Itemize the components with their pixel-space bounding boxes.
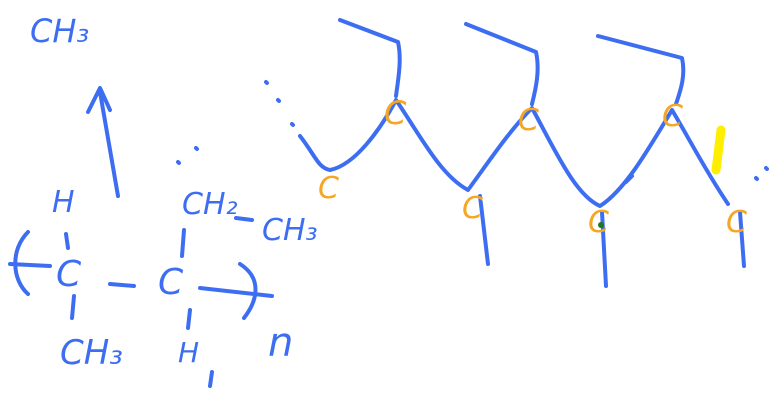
side-ch3-label: CH₃ bbox=[262, 213, 318, 248]
h-bottom-tick bbox=[208, 370, 214, 388]
bond-c-ch3-bottom bbox=[70, 294, 76, 320]
top-ch3-label: CH₃ bbox=[30, 12, 89, 50]
chain-carbon-3: C bbox=[462, 191, 483, 226]
green-dot bbox=[598, 222, 604, 228]
chain-trailing-dots bbox=[754, 166, 769, 181]
carbon-right-label: C bbox=[158, 262, 184, 303]
side-chain-up-3 bbox=[596, 34, 686, 106]
polymer-chain: C C C C C C C bbox=[264, 18, 769, 288]
chain-carbon-1: C bbox=[318, 171, 339, 206]
yellow-highlight-mark bbox=[711, 125, 726, 175]
carbon-carbon-bond bbox=[108, 282, 136, 288]
side-chain-up-2 bbox=[464, 22, 540, 106]
chain-leading-dots bbox=[264, 80, 295, 127]
bond-c-h-bottom bbox=[186, 308, 192, 330]
chain-backbone bbox=[298, 98, 730, 208]
side-ch2-label: CH₂ bbox=[182, 187, 238, 222]
chain-carbon-2: C bbox=[384, 94, 407, 132]
bottom-ch3-label: CH₃ bbox=[60, 333, 123, 373]
side-chain-down-1 bbox=[478, 194, 490, 266]
repeat-n-label: n bbox=[268, 320, 293, 366]
carbon-left-label: C bbox=[56, 254, 82, 295]
side-chain-down-3 bbox=[738, 210, 746, 268]
side-dots bbox=[176, 146, 199, 165]
chain-carbon-4: C bbox=[518, 103, 539, 138]
chain-small-tick bbox=[624, 174, 634, 184]
chain-carbon-6: C bbox=[662, 99, 683, 134]
bond-ch2-ch3 bbox=[234, 216, 254, 222]
bond-h-c-left bbox=[64, 232, 70, 250]
left-bracket bbox=[8, 230, 52, 296]
up-arrow bbox=[86, 86, 120, 198]
right-bracket-bond bbox=[198, 262, 274, 320]
bond-ch2-c-right bbox=[180, 228, 186, 258]
monomer-structure: CH₃ H C C CH₃ CH₂ CH₃ H n bbox=[8, 12, 318, 388]
chain-carbon-5: C bbox=[588, 205, 609, 240]
chain-carbon-7: C bbox=[726, 205, 747, 240]
h-bottom-label: H bbox=[178, 336, 199, 369]
side-chain-up-1 bbox=[338, 18, 402, 98]
h-left-label: H bbox=[52, 185, 75, 220]
